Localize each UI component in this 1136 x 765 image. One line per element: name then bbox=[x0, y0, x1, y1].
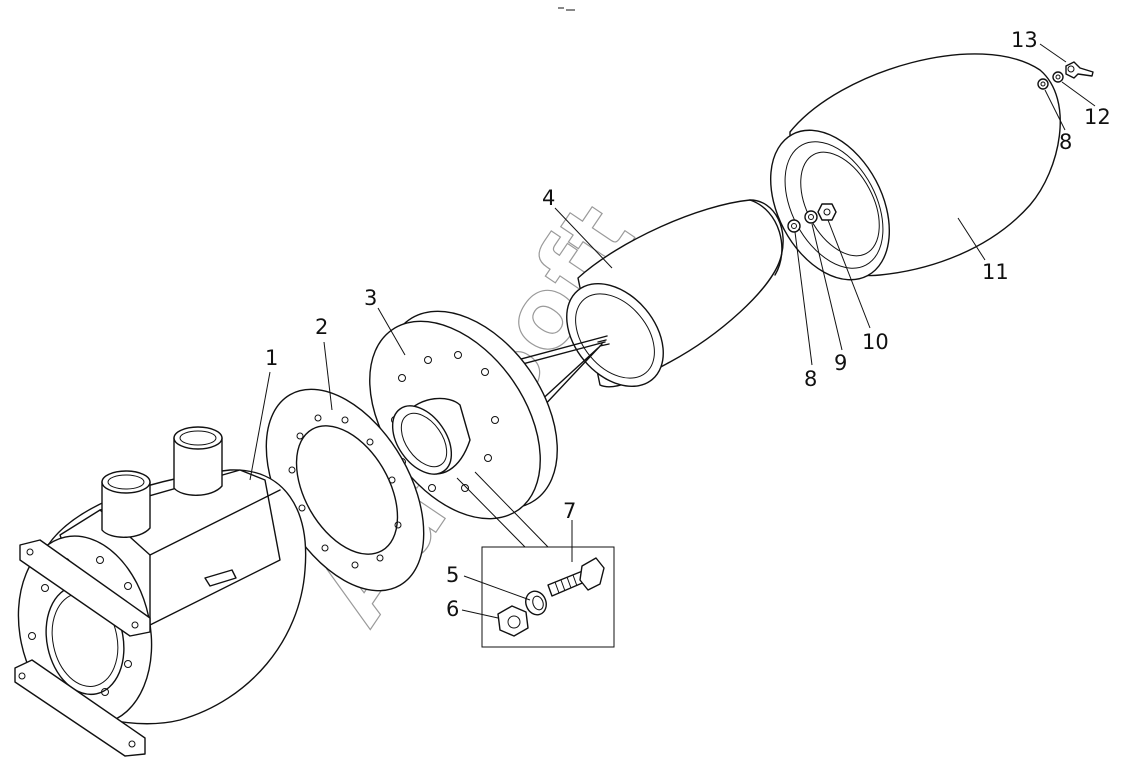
flange-plate bbox=[369, 310, 610, 520]
callout-12: 12 bbox=[1084, 105, 1111, 129]
leader-lines bbox=[249, 43, 1096, 619]
fastener-detail-box bbox=[456, 471, 615, 648]
callout-5: 5 bbox=[446, 563, 459, 587]
washer-nut-set bbox=[787, 203, 837, 233]
callout-6: 6 bbox=[446, 597, 459, 621]
callout-2: 2 bbox=[315, 315, 328, 339]
callout-8b: 8 bbox=[1059, 130, 1072, 154]
callout-9: 9 bbox=[834, 351, 847, 375]
wing-nut-set bbox=[1037, 61, 1094, 90]
scan-mark bbox=[558, 7, 575, 11]
callout-labels: 1 2 3 4 5 6 7 8 9 10 11 8 12 13 bbox=[265, 28, 1111, 621]
gasket-bolt-holes bbox=[288, 414, 402, 569]
cover-housing bbox=[769, 53, 1061, 281]
callout-13: 13 bbox=[1011, 28, 1038, 52]
callout-10: 10 bbox=[862, 330, 889, 354]
main-body-housing bbox=[14, 426, 307, 757]
callout-1: 1 bbox=[265, 346, 278, 370]
callout-3: 3 bbox=[364, 286, 377, 310]
callout-8a: 8 bbox=[804, 367, 817, 391]
callout-7: 7 bbox=[563, 499, 576, 523]
callout-11: 11 bbox=[982, 260, 1009, 284]
callout-4: 4 bbox=[542, 186, 555, 210]
